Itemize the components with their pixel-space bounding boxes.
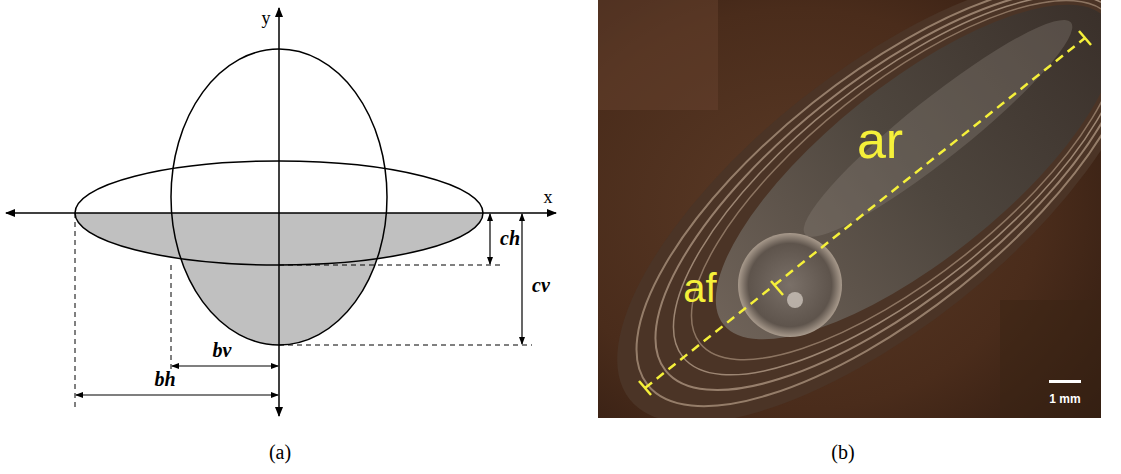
dimension-label: ch <box>500 228 520 248</box>
dimension-label: bv <box>213 340 232 360</box>
axis-label: x <box>544 188 553 206</box>
dimension-label: bh <box>154 369 175 389</box>
panel-label: (b) <box>831 442 854 462</box>
scale-bar-label: 1 mm <box>1049 393 1080 405</box>
axis-label: y <box>262 9 271 27</box>
panel-label: (a) <box>269 442 291 462</box>
length-label: ar <box>857 114 903 166</box>
cross-section-figure <box>6 8 556 416</box>
length-label: af <box>683 268 716 308</box>
weld-photo <box>598 0 1101 418</box>
dimension-label: cv <box>532 275 550 295</box>
